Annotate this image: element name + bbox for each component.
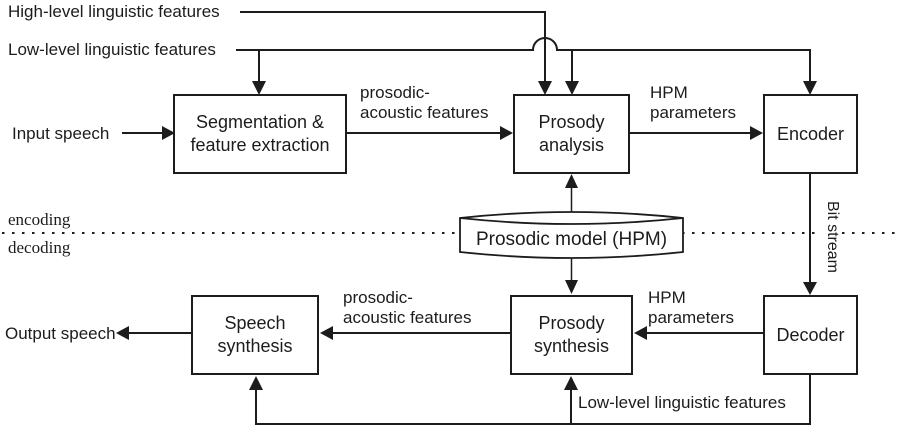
prosodic-acoustic-bottom-line2: acoustic features: [343, 308, 472, 327]
hpm-parameters-top-label: HPM parameters: [650, 83, 736, 123]
arrow-segmentation-to-prosody-analysis: [347, 126, 513, 140]
prosody-synthesis-label-line1: Prosody: [538, 313, 605, 333]
arrow-prosody-analysis-to-encoder: [630, 126, 763, 140]
prosodic-model-label: Prosodic model (HPM): [475, 229, 668, 250]
arrow-input-speech: [122, 126, 175, 140]
prosodic-acoustic-bottom-line1: prosodic-: [343, 288, 413, 307]
input-speech-label: Input speech: [12, 124, 110, 143]
prosody-analysis-box: Prosody analysis: [513, 94, 630, 174]
high-level-linguistic-features-label: High-level linguistic features: [8, 2, 220, 21]
prosodic-acoustic-top-line2: acoustic features: [360, 103, 489, 122]
arrow-decoder-to-prosody-synthesis: [634, 326, 763, 340]
hpm-top-line1: HPM: [650, 83, 688, 102]
segmentation-label-line2: feature extraction: [190, 135, 330, 155]
speech-synthesis-label-line1: Speech: [224, 313, 286, 333]
hpm-bottom-line2: parameters: [648, 308, 734, 327]
segmentation-feature-extraction-box: Segmentation & feature extraction: [173, 94, 347, 174]
prosodic-model-shape: [459, 211, 684, 259]
bit-stream-label: Bit stream: [822, 191, 842, 283]
arrow-bit-stream: [803, 174, 817, 295]
prosodic-acoustic-top-line1: prosodic-: [360, 83, 430, 102]
prosody-synthesis-box: Prosody synthesis: [510, 295, 633, 375]
encoder-label: Encoder: [776, 123, 845, 144]
arrow-output-speech: [116, 326, 191, 340]
low-level-linguistic-features-bottom-label: Low-level linguistic features: [578, 393, 786, 412]
decoder-label: Decoder: [776, 324, 845, 345]
segmentation-label-line1: Segmentation &: [195, 112, 325, 132]
hpm-top-line2: parameters: [650, 103, 736, 122]
speech-synthesis-label-line2: synthesis: [217, 336, 293, 356]
hpm-bottom-line1: HPM: [648, 288, 686, 307]
prosodic-acoustic-features-bottom-label: prosodic- acoustic features: [343, 288, 472, 328]
hpm-parameters-bottom-label: HPM parameters: [648, 288, 734, 328]
speech-synthesis-box: Speech synthesis: [191, 295, 319, 375]
arrow-low-level-to-segmentation: [252, 50, 266, 95]
arrow-prosody-synthesis-to-speech-synthesis: [320, 326, 510, 340]
output-speech-label: Output speech: [5, 324, 116, 343]
prosody-synthesis-label-line2: synthesis: [533, 336, 610, 356]
arrow-high-level-to-prosody-analysis: [240, 11, 552, 95]
arrow-low-level-to-encoder: [236, 37, 817, 95]
encoder-box: Encoder: [763, 94, 858, 174]
decoding-phase-label: decoding: [8, 238, 71, 257]
line-low-level-feedback: [249, 375, 811, 425]
low-level-linguistic-features-label: Low-level linguistic features: [8, 40, 216, 59]
prosodic-acoustic-features-top-label: prosodic- acoustic features: [360, 83, 489, 123]
prosody-analysis-label-line1: Prosody: [538, 112, 605, 132]
encoding-phase-label: encoding: [8, 210, 71, 229]
arrow-low-level-to-prosody-analysis: [565, 50, 579, 95]
decoder-box: Decoder: [763, 295, 858, 375]
prosody-analysis-label-line2: analysis: [538, 135, 605, 155]
